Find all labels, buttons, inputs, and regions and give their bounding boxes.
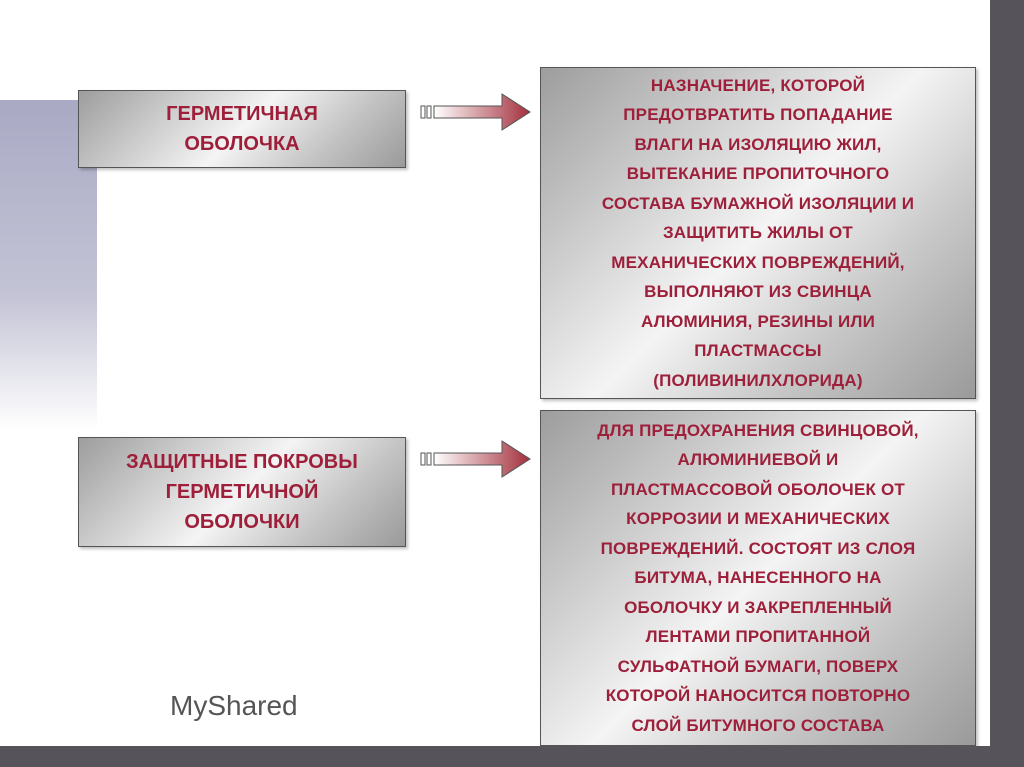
description-text: ДЛЯ ПРЕДОХРАНЕНИЯ СВИНЦОВОЙ, АЛЮМИНИЕВОЙ… (597, 420, 919, 735)
arrow-right-icon (420, 440, 531, 478)
term-box-hermetic-sheath: ГЕРМЕТИЧНАЯ ОБОЛОЧКА (78, 90, 406, 168)
description-text: НАЗНАЧЕНИЕ, КОТОРОЙ ПРЕДОТВРАТИТЬ ПОПАДА… (601, 75, 915, 390)
watermark: MyShared (170, 690, 298, 721)
term-label: ГЕРМЕТИЧНАЯ ОБОЛОЧКА (166, 103, 318, 155)
term-label: ЗАЩИТНЫЕ ПОКРОВЫ ГЕРМЕТИЧНОЙ ОБОЛОЧКИ (126, 451, 358, 533)
description-box-hermetic-sheath: НАЗНАЧЕНИЕ, КОТОРОЙ ПРЕДОТВРАТИТЬ ПОПАДА… (540, 67, 976, 399)
arrow-right-icon (420, 93, 531, 131)
frame-right (990, 0, 1024, 767)
term-box-protective-covers: ЗАЩИТНЫЕ ПОКРОВЫ ГЕРМЕТИЧНОЙ ОБОЛОЧКИ (78, 437, 406, 547)
description-box-protective-covers: ДЛЯ ПРЕДОХРАНЕНИЯ СВИНЦОВОЙ, АЛЮМИНИЕВОЙ… (540, 410, 976, 746)
frame-bottom (0, 746, 1024, 767)
